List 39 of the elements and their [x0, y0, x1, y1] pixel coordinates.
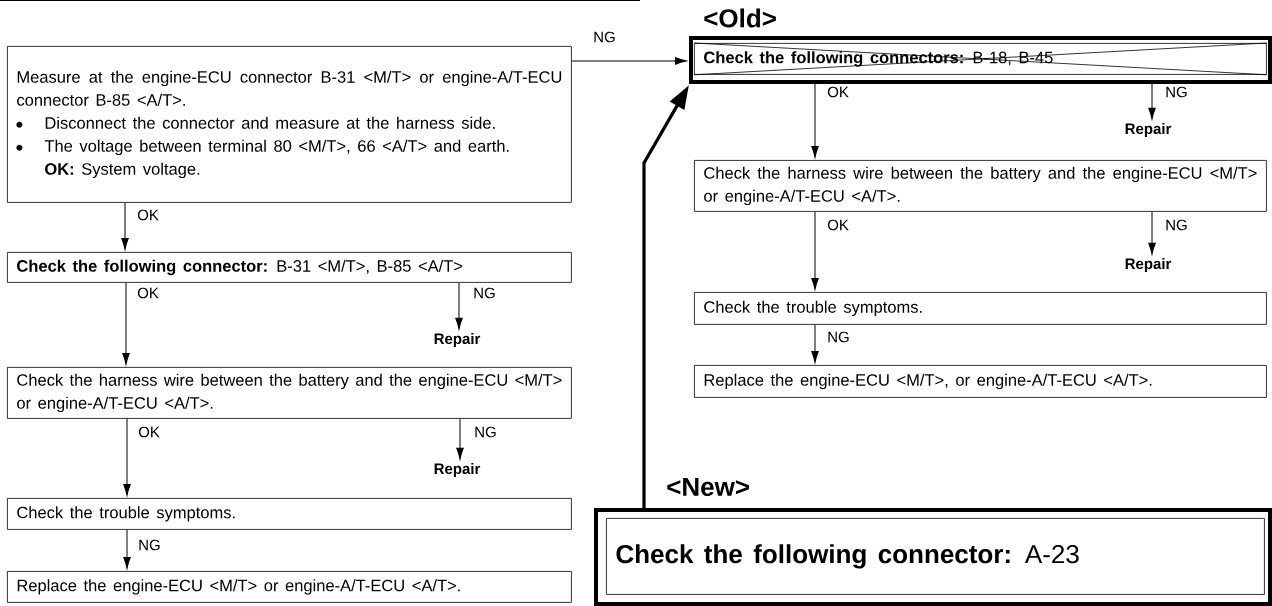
repair-text: Repair	[434, 333, 481, 347]
edge-label: OK	[826, 85, 850, 99]
frame-heading: <Old>	[704, 8, 776, 28]
frame-heading: <New>	[667, 477, 749, 497]
edge-label: NG	[826, 330, 851, 344]
repair-text: Repair	[1125, 123, 1172, 137]
edge-label: NG	[1164, 85, 1189, 99]
edge-label: OK	[137, 425, 161, 439]
arrow	[455, 282, 463, 330]
process-box: Check the harness wire between the battery and the engine-ECU <M/T> or engine-A/T-ECU <A/T>.	[7, 367, 572, 419]
arrow	[811, 83, 819, 158]
process-box: Replace the engine-ECU <M/T>, or engine-A/T-ECU <A/T>.	[694, 365, 1267, 398]
arrow	[811, 211, 819, 290]
process-box: Check the trouble symptoms.	[7, 498, 572, 530]
arrow	[123, 418, 131, 496]
process-box: Replace the engine-ECU <M/T> or engine-A/T-ECU <A/T>.	[7, 571, 572, 603]
edge-label: OK	[826, 218, 850, 232]
process-box: Measure at the engine-ECU connector B-31 <M/T> or engine-A/T-ECU connector B-85 <A/T>. Disconnect the connector and measure at the harness side. The voltage between terminal 80 <M/T>, 66 <A/T> and earth. OK: System voltage.	[7, 46, 572, 203]
edge-label: NG	[592, 30, 617, 44]
process-box: Check the following connector: B-31 <M/T>, B-85 <A/T>	[7, 252, 572, 283]
repair-text: Repair	[1125, 258, 1172, 272]
arrow	[1148, 83, 1156, 120]
arrow	[811, 324, 819, 363]
edge-label: NG	[1164, 218, 1189, 232]
edge-label: OK	[136, 286, 160, 300]
edge-label: NG	[473, 425, 498, 439]
process-box: Check the harness wire between the battery and the engine-ECU <M/T> or engine-A/T-ECU <A/T>.	[694, 160, 1267, 212]
arrow	[456, 418, 464, 460]
edge-label: NG	[472, 286, 497, 300]
arrow	[123, 529, 131, 569]
repair-text: Repair	[434, 463, 481, 477]
arrow	[121, 202, 129, 250]
process-box: Check the trouble symptoms.	[694, 292, 1267, 325]
edge-label: NG	[137, 538, 162, 552]
process-box: Check the following connector: A-23	[606, 518, 1265, 595]
edge-label: OK	[136, 208, 160, 222]
arrow	[122, 282, 130, 365]
arrow	[571, 57, 687, 65]
arrow	[1148, 211, 1156, 255]
